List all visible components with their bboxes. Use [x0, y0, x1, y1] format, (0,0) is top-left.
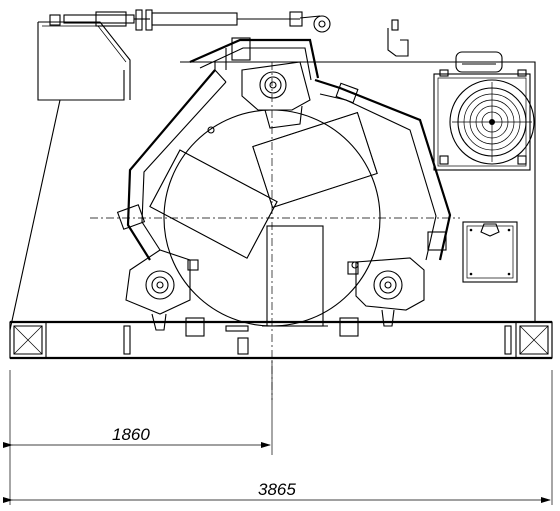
left-drive-housing [125, 249, 199, 331]
frame-details [185, 19, 409, 337]
tooth-pad-top-right [252, 111, 378, 209]
hydraulic-cylinder [63, 9, 331, 33]
right-drive-housing [347, 257, 425, 327]
tooth-pad-bottom [262, 225, 328, 327]
support-foot-left [9, 321, 47, 359]
right-link-arm [314, 78, 452, 261]
support-foot-right [515, 321, 553, 359]
dimension-lines [3, 360, 553, 505]
top-drive-housing [241, 61, 311, 129]
dimension-label-1860: 1860 [112, 425, 150, 444]
dimension-label-3865: 3865 [258, 480, 296, 499]
machine-frame [9, 61, 553, 360]
control-box [462, 221, 518, 283]
left-link-arm [116, 69, 227, 261]
electric-motor [433, 51, 535, 171]
left-cantilever [37, 14, 131, 101]
tooth-pad-left [149, 149, 278, 259]
upper-swing-arm [189, 37, 320, 81]
